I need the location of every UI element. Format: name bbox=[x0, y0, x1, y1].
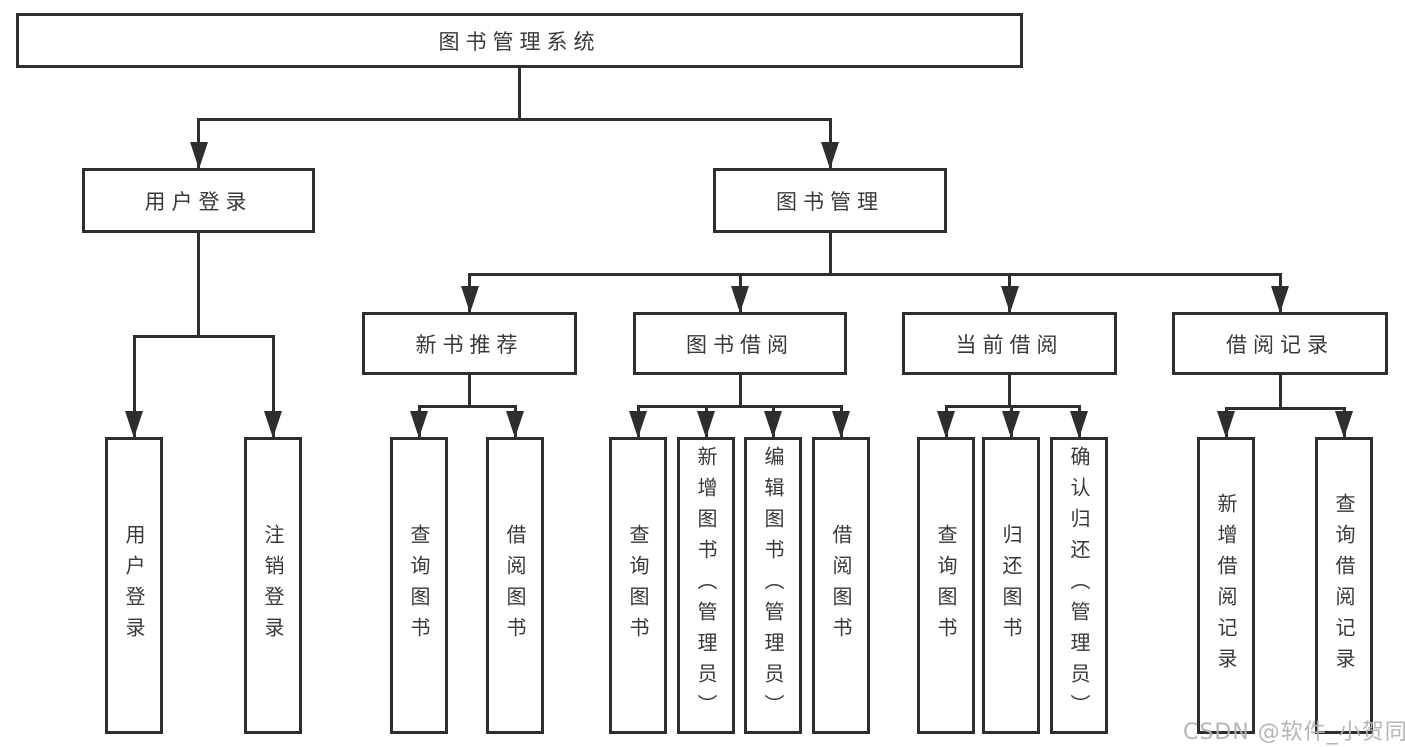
connector-stem-login bbox=[197, 233, 200, 338]
connector-branch-sys bbox=[197, 118, 832, 121]
connector-branch-mgmt bbox=[468, 273, 1282, 276]
node-b4: 借阅图书 bbox=[812, 437, 870, 734]
connector-drop-u2 bbox=[271, 335, 275, 437]
connector-stem-borrow bbox=[738, 375, 742, 408]
node-c2: 归还图书 bbox=[982, 437, 1040, 734]
arrow-down-icon-newbook bbox=[460, 286, 479, 313]
arrow-down-icon-b1 bbox=[629, 411, 647, 438]
csdn-watermark: CSDN @软件_小贺同学 bbox=[1183, 720, 1405, 745]
arrow-down-icon-c3 bbox=[1070, 411, 1088, 438]
connector-stem-newbook bbox=[468, 375, 471, 408]
connector-branch-current bbox=[944, 405, 1081, 408]
arrow-down-icon-current bbox=[1000, 286, 1019, 313]
arrow-down-icon-u2 bbox=[264, 411, 282, 438]
node-records: 借阅记录 bbox=[1172, 312, 1388, 375]
node-sys: 图书管理系统 bbox=[16, 13, 1023, 68]
node-b2: 新增图书（管理员） bbox=[677, 437, 735, 734]
arrow-down-icon-u1 bbox=[125, 411, 143, 438]
connector-drop-u1 bbox=[132, 335, 136, 437]
arrow-down-icon-login bbox=[189, 142, 208, 169]
connector-stem-mgmt bbox=[828, 233, 832, 276]
arrow-down-icon-c1 bbox=[937, 411, 955, 438]
node-current: 当前借阅 bbox=[902, 312, 1117, 375]
node-b3: 编辑图书（管理员） bbox=[744, 437, 802, 734]
node-u1: 用户登录 bbox=[105, 437, 163, 734]
arrow-down-icon-c2 bbox=[1002, 411, 1020, 438]
arrow-down-icon-n1 bbox=[410, 411, 428, 438]
node-r1: 新增借阅记录 bbox=[1197, 437, 1255, 734]
node-borrow: 图书借阅 bbox=[633, 312, 847, 375]
connector-branch-records bbox=[1224, 407, 1346, 410]
arrow-down-icon-records bbox=[1271, 286, 1289, 313]
arrow-down-icon-b2 bbox=[697, 411, 715, 438]
node-u2: 注销登录 bbox=[244, 437, 302, 734]
arrow-down-icon-mgmt bbox=[821, 142, 839, 169]
connector-branch-borrow bbox=[636, 405, 843, 408]
connector-branch-login bbox=[132, 335, 275, 338]
node-n1: 查询图书 bbox=[390, 437, 448, 734]
arrow-down-icon-n2 bbox=[506, 411, 524, 438]
connector-stem-current bbox=[1008, 375, 1011, 408]
node-mgmt: 图书管理 bbox=[713, 168, 947, 233]
node-c1: 查询图书 bbox=[917, 437, 975, 734]
node-login: 用户登录 bbox=[82, 168, 315, 233]
connector-stem-records bbox=[1278, 375, 1282, 410]
arrow-down-icon-b3 bbox=[764, 411, 782, 438]
arrow-down-icon-r1 bbox=[1217, 411, 1235, 438]
connector-stem-sys bbox=[518, 68, 521, 121]
connector-branch-newbook bbox=[417, 405, 517, 408]
node-r2: 查询借阅记录 bbox=[1315, 437, 1373, 734]
node-newbook: 新书推荐 bbox=[362, 312, 577, 375]
arrow-down-icon-borrow bbox=[731, 286, 749, 313]
arrow-down-icon-r2 bbox=[1335, 411, 1353, 438]
node-c3: 确认归还（管理员） bbox=[1050, 437, 1108, 734]
node-b1: 查询图书 bbox=[609, 437, 667, 734]
node-n2: 借阅图书 bbox=[486, 437, 544, 734]
arrow-down-icon-b4 bbox=[832, 411, 850, 438]
